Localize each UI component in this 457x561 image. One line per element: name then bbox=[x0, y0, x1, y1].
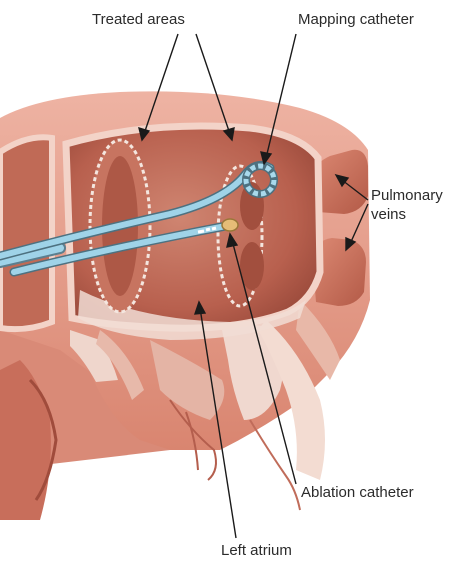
label-left-atrium: Left atrium bbox=[221, 541, 292, 560]
label-ablation-catheter: Ablation catheter bbox=[301, 483, 414, 502]
label-pulmonary-veins-line1: Pulmonary bbox=[371, 186, 443, 205]
label-pulmonary-veins: Pulmonary veins bbox=[371, 186, 443, 224]
ablation-catheter-tip bbox=[222, 219, 238, 231]
septum-chamber bbox=[0, 137, 52, 329]
label-pulmonary-veins-line2: veins bbox=[371, 205, 443, 224]
label-treated-areas: Treated areas bbox=[92, 10, 185, 29]
label-mapping-catheter: Mapping catheter bbox=[298, 10, 414, 29]
